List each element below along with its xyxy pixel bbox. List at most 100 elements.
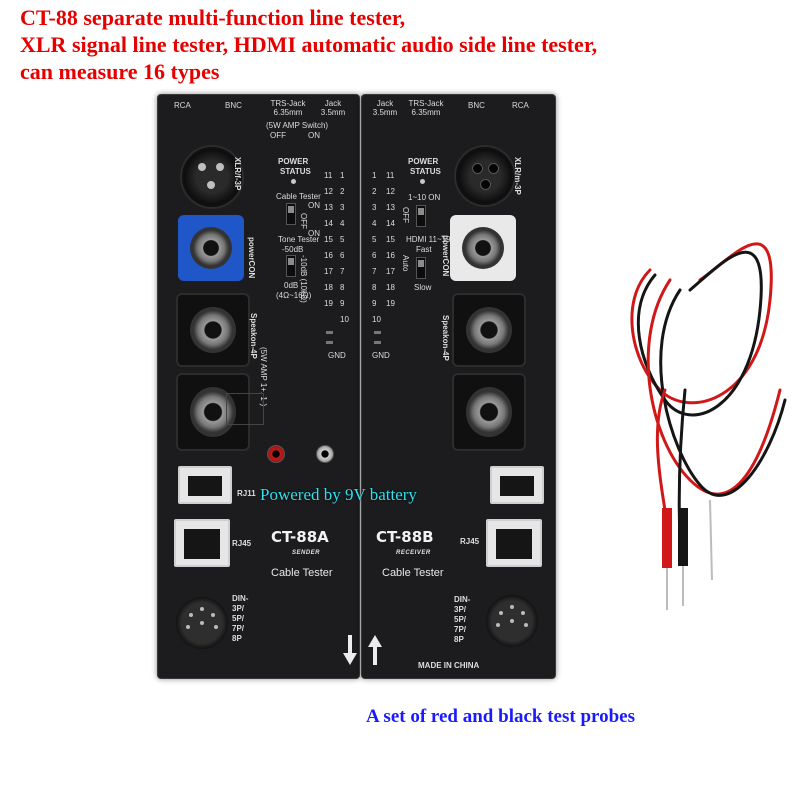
din-pin-icon xyxy=(521,611,525,615)
din-pin-icon xyxy=(200,607,204,611)
slow-label: Slow xyxy=(414,283,432,292)
made-in-china-label: MADE IN CHINA xyxy=(418,661,480,670)
led-indicator xyxy=(326,331,333,334)
receiver-label: RECEIVER xyxy=(396,550,431,556)
xlr-pin-icon xyxy=(207,181,215,189)
led-indicator xyxy=(326,341,333,344)
led-right-3: 3 xyxy=(340,203,345,212)
led-right-5: 5 xyxy=(340,235,345,244)
amp-on-label: ON xyxy=(308,131,320,140)
led-10-label: 10 xyxy=(340,315,349,324)
powercon-connector-blue[interactable] xyxy=(178,215,244,281)
speakon-socket-icon xyxy=(466,307,512,353)
xlr-combo-socket-icon xyxy=(190,387,236,437)
led-right-8: 8 xyxy=(340,283,345,292)
arrow-down-icon xyxy=(343,635,357,665)
probes-caption: A set of red and black test probes xyxy=(366,706,636,727)
led-b-left-3: 3 xyxy=(372,203,377,212)
led-b-right-12: 12 xyxy=(386,187,395,196)
status-label-b: STATUS xyxy=(410,167,441,176)
power-status-led xyxy=(291,179,296,184)
sender-label: SENDER xyxy=(292,550,321,556)
din-pin-icon xyxy=(200,621,204,625)
din-pin-icon xyxy=(510,619,514,623)
led-b-left-9: 9 xyxy=(372,299,377,308)
hdmi-label: HDMI 11~19 xyxy=(406,235,451,244)
led-b-10-label: 10 xyxy=(372,315,381,324)
xlr-socket-hole-icon xyxy=(480,179,491,190)
led-b-right-13: 13 xyxy=(386,203,395,212)
headline-line-1: CT-88 separate multi-function line teste… xyxy=(20,5,406,30)
rj11-port[interactable] xyxy=(178,466,232,504)
probe-pin xyxy=(709,499,713,581)
led-left-18: 18 xyxy=(324,283,333,292)
speakon-connector-b[interactable] xyxy=(452,293,526,367)
speed-switch[interactable] xyxy=(416,257,426,279)
din-pin-icon xyxy=(211,613,215,617)
bnc-label: BNC xyxy=(225,101,242,110)
din-label-a-1: DIN- xyxy=(232,594,249,603)
power-label-b: POWER xyxy=(408,157,439,166)
black-probe-jack[interactable] xyxy=(316,445,334,463)
led-left-12: 12 xyxy=(324,187,333,196)
din-pin-icon xyxy=(499,611,503,615)
speakon-connector[interactable] xyxy=(176,293,250,367)
din-pin-icon xyxy=(524,623,528,627)
led-b-left-5: 5 xyxy=(372,235,377,244)
led-left-16: 16 xyxy=(324,251,333,260)
xlr-female-connector[interactable] xyxy=(182,147,242,207)
led-b-left-1: 1 xyxy=(372,171,377,180)
din-label-a-5: 8P xyxy=(232,634,242,643)
red-probe-cable xyxy=(646,278,782,496)
led-right-4: 4 xyxy=(340,219,345,228)
model-b-title: CT-88B xyxy=(376,528,434,546)
speakon-label-b: Speakon-4P xyxy=(441,315,450,361)
powercon-connector-white[interactable] xyxy=(450,215,516,281)
powercon-socket-icon xyxy=(462,227,504,269)
gnd-label-b: GND xyxy=(372,351,390,360)
status-label: STATUS xyxy=(280,167,311,176)
xlr-socket-hole-icon xyxy=(472,163,483,174)
cable-tester-off-label: OFF xyxy=(299,213,308,229)
arrow-up-icon xyxy=(368,635,382,665)
power-label: POWER xyxy=(278,157,309,166)
led-left-13: 13 xyxy=(324,203,333,212)
speakon-socket-icon xyxy=(190,307,236,353)
xlr-combo-connector[interactable] xyxy=(176,373,250,451)
black-probe-handle xyxy=(678,508,688,566)
trs-jack-label-b: TRS-Jack 6.35mm xyxy=(408,99,444,117)
rj45-port[interactable] xyxy=(174,519,230,567)
rj11-port-b[interactable] xyxy=(490,466,544,504)
led-b-left-8: 8 xyxy=(372,283,377,292)
xlr-socket-hole-icon xyxy=(488,163,499,174)
led-b-right-18: 18 xyxy=(386,283,395,292)
rj45-port-b[interactable] xyxy=(486,519,542,567)
db-0-label: 0dB xyxy=(284,281,299,290)
din-connector-b[interactable] xyxy=(486,595,538,647)
xlr-combo-connector-b[interactable] xyxy=(452,373,526,451)
powercon-label: powerCON xyxy=(247,237,256,279)
cable-tester-title-a: Cable Tester xyxy=(271,567,333,579)
mode-switch[interactable] xyxy=(286,203,296,225)
mode-switch-b[interactable] xyxy=(416,205,426,227)
ohms-label: (4Ω~16Ω) xyxy=(276,291,312,300)
headline-line-2: XLR signal line tester, HDMI automatic a… xyxy=(20,32,598,57)
tester-unit-a: RCA BNC TRS-Jack 6.35mm Jack 3.5mm (5W A… xyxy=(157,94,360,679)
xlr-label-b: XLR/m-3P xyxy=(513,157,522,195)
led-b-left-7: 7 xyxy=(372,267,377,276)
cable-tester-mode-label: Cable Tester xyxy=(276,192,321,201)
headline-line-3: can measure 16 types xyxy=(20,59,220,84)
powercon-label-b: powerCON xyxy=(441,235,450,277)
cable-tester-on-label: ON xyxy=(308,201,320,210)
level-switch[interactable] xyxy=(286,255,296,277)
xlr-label: XLR/f-3P xyxy=(233,157,242,191)
red-probe-jack[interactable] xyxy=(267,445,285,463)
xlr-male-connector[interactable] xyxy=(456,147,514,205)
led-left-17: 17 xyxy=(324,267,333,276)
black-probe-cable xyxy=(636,250,763,417)
led-b-right-14: 14 xyxy=(386,219,395,228)
din-label-a-2: 3P/ xyxy=(232,604,245,613)
off-label-b: OFF xyxy=(401,207,410,223)
bnc-label-b: BNC xyxy=(468,101,485,110)
din-connector-a[interactable] xyxy=(176,597,228,649)
